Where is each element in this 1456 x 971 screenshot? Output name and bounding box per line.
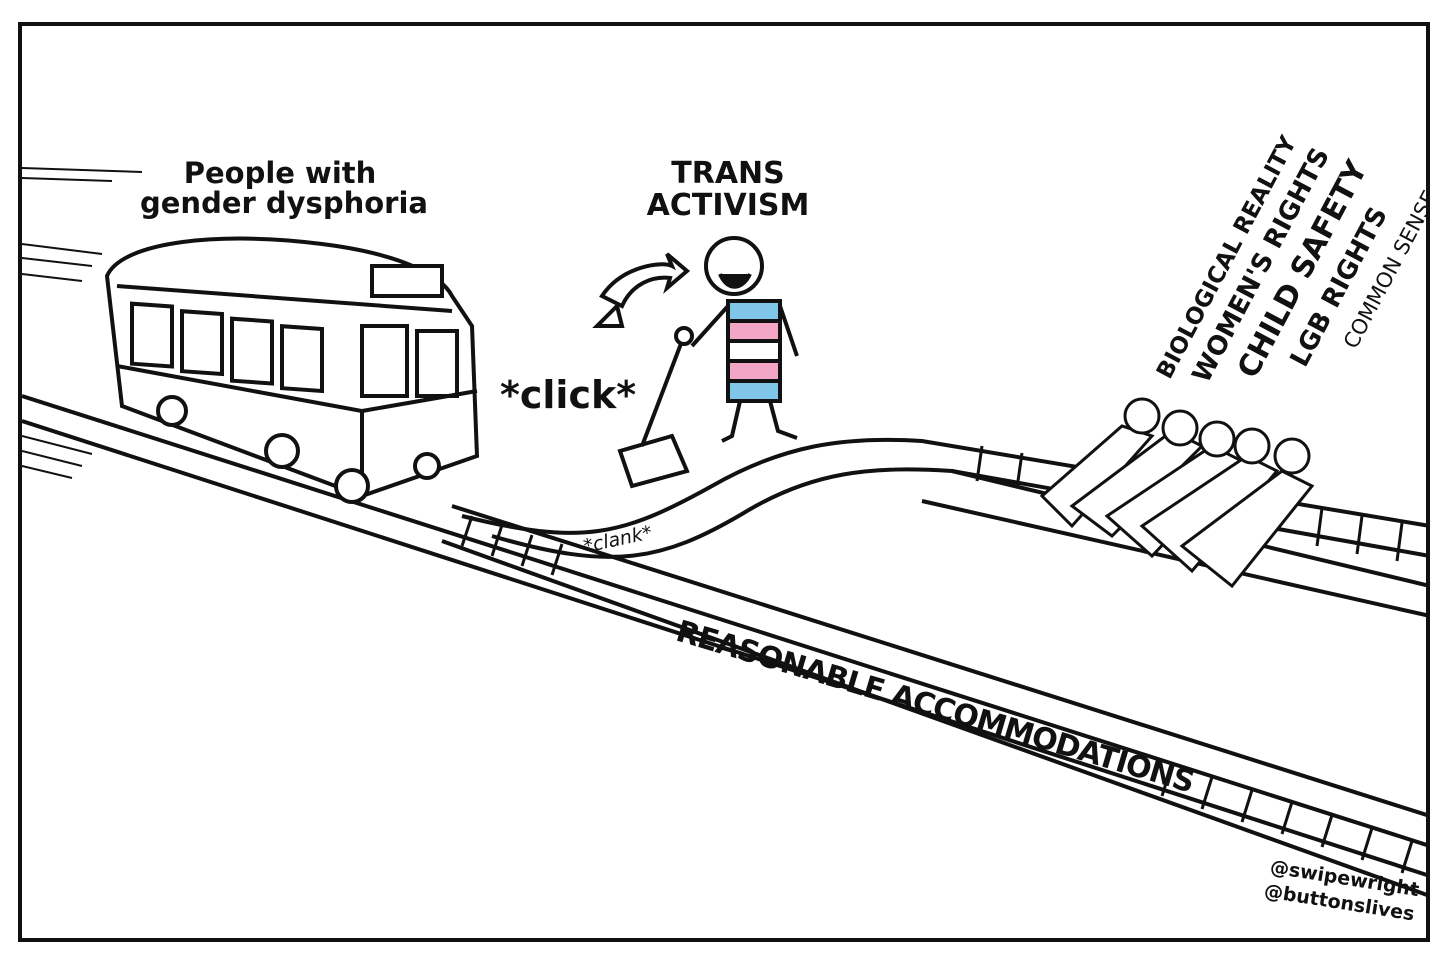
activism-label-line2: ACTIVISM: [646, 187, 810, 223]
speed-lines-icon: [22, 167, 143, 479]
comic-panel: People with gender dysphoria TRANS ACTIV…: [18, 22, 1430, 942]
activism-label-line1: TRANS: [671, 156, 785, 191]
activism-label: TRANS ACTIVISM: [618, 158, 838, 221]
trolley-label: People with gender dysphoria: [140, 156, 428, 221]
trolley-icon: [104, 236, 480, 504]
scene-drawing: [22, 167, 1426, 897]
side-track-ties: [975, 445, 1404, 562]
click-sound-label: *click*: [500, 373, 637, 417]
trolley-label-line1: People with: [183, 156, 377, 190]
tied-people-icon: [1039, 397, 1315, 589]
main-track-ties: [460, 515, 1414, 874]
switch-arrows-icon: [592, 252, 691, 328]
trolley-label-line2: gender dysphoria: [140, 186, 428, 221]
lever-icon: [617, 326, 694, 489]
person-icon: [690, 236, 799, 443]
